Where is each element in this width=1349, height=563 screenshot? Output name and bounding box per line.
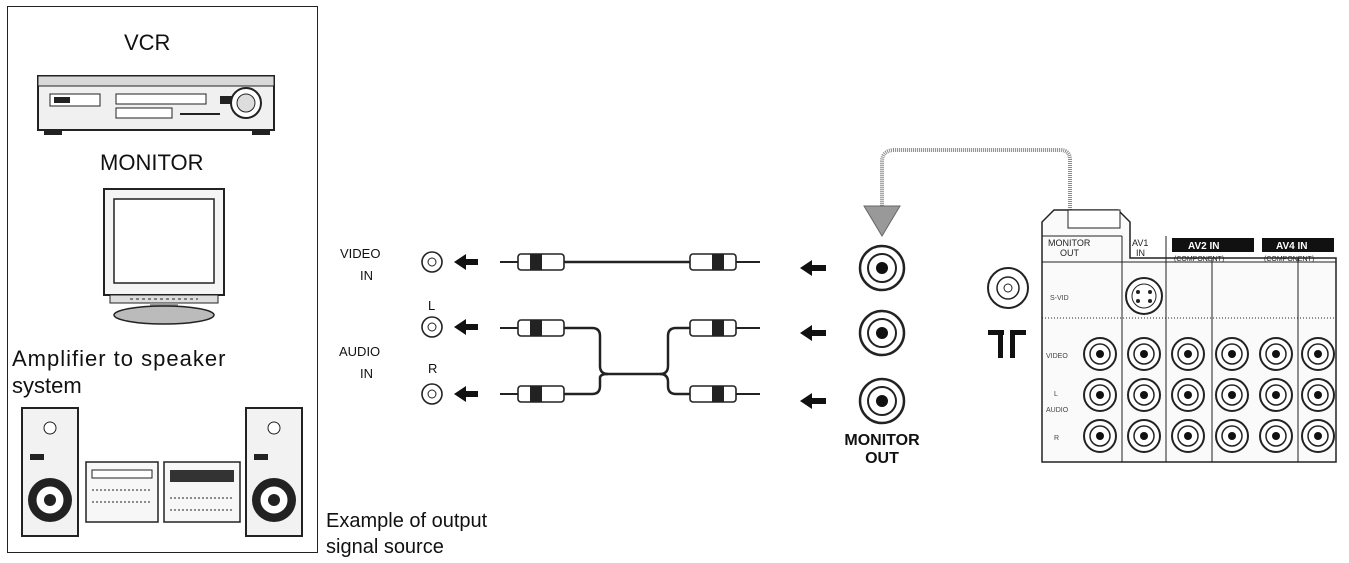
video-in-jack xyxy=(421,251,443,273)
monitor-label: MONITOR xyxy=(100,150,204,175)
panel-side-jack xyxy=(987,267,1029,309)
terminal-symbol-icon xyxy=(988,330,1026,358)
panel-row-r: R xyxy=(1054,435,1059,442)
panel-av4-sub: (COMPONENT) xyxy=(1264,256,1314,263)
panel-monitor-out-line2: OUT xyxy=(1060,248,1080,258)
amplifier-label-line2: system xyxy=(12,373,82,398)
speaker-system-illustration xyxy=(21,407,303,537)
panel-av1-line2: IN xyxy=(1136,248,1145,258)
panel-monitor-out-line1: MONITOR xyxy=(1048,238,1091,248)
caption-line1: Example of output xyxy=(326,510,488,532)
panel-row-s-video: S-VID xyxy=(1050,295,1069,302)
right-channel-label: R xyxy=(428,361,438,376)
vcr-illustration xyxy=(37,75,275,135)
panel-row-video: VIDEO xyxy=(1046,353,1068,360)
callout-arrow xyxy=(863,148,1072,237)
arrow-icon xyxy=(454,254,478,402)
audio-cable xyxy=(500,319,760,403)
panel-av4-label: AV4 IN xyxy=(1276,241,1308,252)
caption: Example of output signal source xyxy=(326,508,487,560)
audio-in-label-line1: AUDIO xyxy=(339,344,381,359)
video-in-label-line1: VIDEO xyxy=(340,246,381,261)
video-in-label-line2: IN xyxy=(360,268,373,283)
vcr-label: VCR xyxy=(124,30,171,55)
monitor-out-label: MONITOR OUT xyxy=(840,432,924,468)
panel-row-audio: AUDIO xyxy=(1046,407,1069,414)
panel-av2-label: AV2 IN xyxy=(1188,241,1220,252)
av4-header-bg xyxy=(1262,238,1334,252)
arrow-icon xyxy=(800,260,826,409)
audio-r-in-jack xyxy=(421,383,443,405)
monitor-out-jacks xyxy=(858,244,906,425)
amplifier-label-line1: Amplifier to speaker xyxy=(12,346,227,371)
monitor-out-label-line2: OUT xyxy=(865,450,899,467)
av2-header-bg xyxy=(1172,238,1254,252)
panel-row-l: L xyxy=(1054,391,1058,398)
panel-av1-line1: AV1 xyxy=(1132,238,1148,248)
rear-panel: MONITOR OUT AV1 IN AV2 IN (COMPONENT) AV… xyxy=(1041,209,1337,463)
panel-av2-sub: (COMPONENT) xyxy=(1174,256,1224,263)
video-cable xyxy=(500,253,760,271)
left-channel-label: L xyxy=(428,298,436,313)
audio-in-label-line2: IN xyxy=(360,366,373,381)
caption-line2: signal source xyxy=(326,536,444,558)
monitor-out-label-line1: MONITOR xyxy=(844,432,920,449)
monitor-illustration xyxy=(103,188,225,325)
audio-l-in-jack xyxy=(421,316,443,338)
